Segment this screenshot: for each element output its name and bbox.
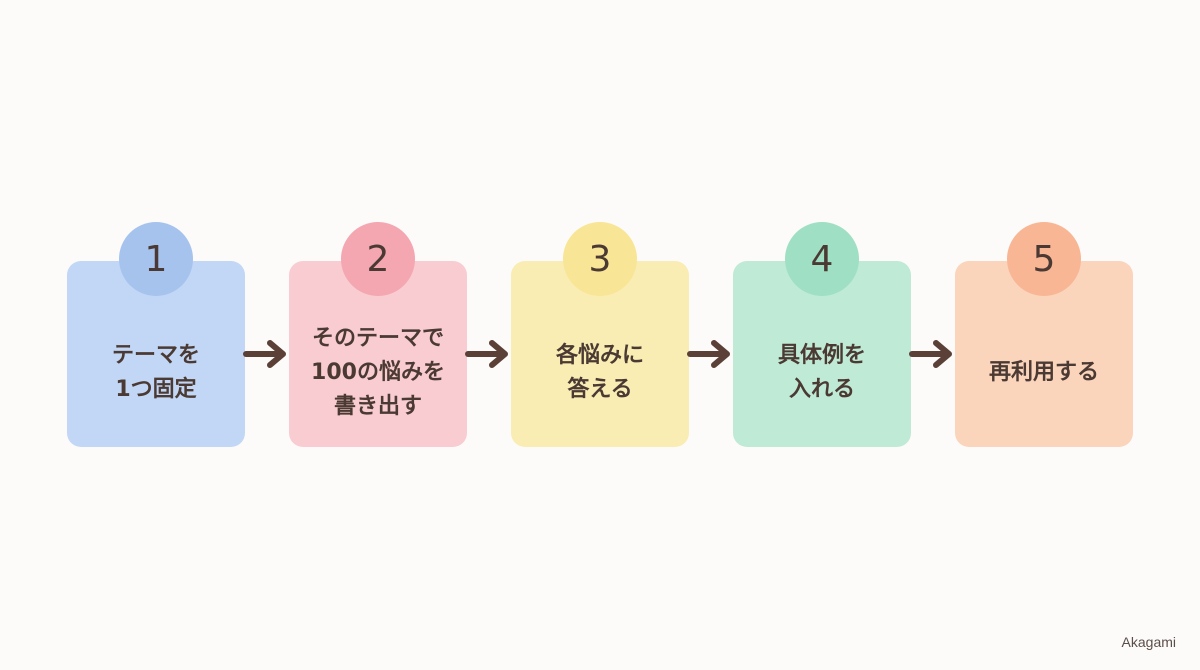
step-5-card: 再利用する <box>955 261 1133 447</box>
step-5-badge: 5 <box>1007 222 1081 296</box>
step-2-badge: 2 <box>341 222 415 296</box>
arrow-1-to-2 <box>243 340 286 368</box>
step-4-line-2: 入れる <box>788 377 855 402</box>
step-3-badge: 3 <box>563 222 637 296</box>
step-4-card: 具体例を 入れる <box>733 261 911 447</box>
step-5-line-1: 再利用する <box>988 360 1099 385</box>
step-2-line-3: 書き出す <box>333 394 422 419</box>
arrow-2-to-3 <box>465 340 508 368</box>
step-4-line-1: 具体例を <box>777 343 866 368</box>
arrow-4-to-5 <box>909 340 952 368</box>
step-2-line-1: そのテーマで <box>311 326 444 351</box>
step-1-badge: 1 <box>119 222 193 296</box>
step-1-line-2: 1つ固定 <box>115 377 197 402</box>
step-5-text: 再利用する <box>955 261 1133 447</box>
watermark-author: Akagami <box>1121 634 1176 650</box>
step-4-badge: 4 <box>785 222 859 296</box>
step-1-line-1: テーマを <box>111 343 200 368</box>
step-2-text: そのテーマで 100の悩みを 書き出す <box>289 261 467 447</box>
step-1-text: テーマを 1つ固定 <box>67 261 245 447</box>
step-4-text: 具体例を 入れる <box>733 261 911 447</box>
step-3-text: 各悩みに 答える <box>511 261 689 447</box>
step-2-line-2: 100の悩みを <box>311 360 445 385</box>
step-3-line-1: 各悩みに <box>555 343 644 368</box>
step-3-line-2: 答える <box>567 377 633 402</box>
arrow-3-to-4 <box>687 340 730 368</box>
